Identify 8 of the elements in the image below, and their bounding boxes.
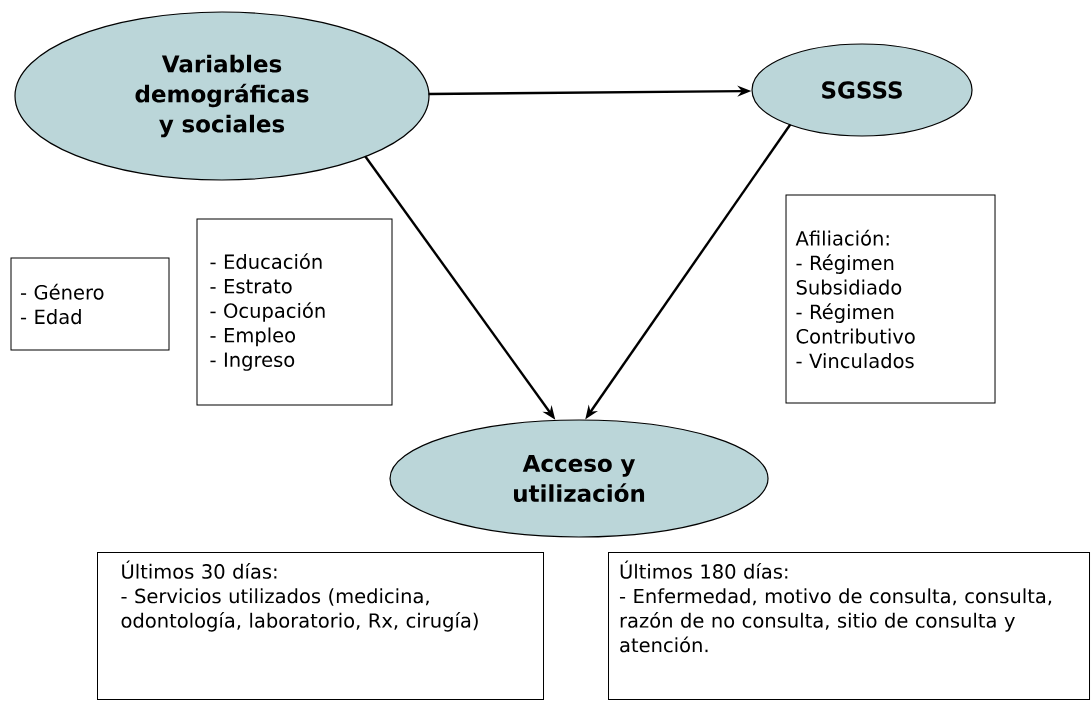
text-box: - Género - Edad [10, 257, 170, 351]
text-box: - Educación - Estrato - Ocupación - Empleo - Ingreso [196, 218, 393, 406]
ellipse-node: Acceso y utilización [389, 419, 769, 538]
text-box: Últimos 180 días: - Enfermedad, motivo de consulta, consulta, razón de no consulta, sitio de consulta y atención. [608, 552, 1090, 700]
text-box: Afiliación: - Régimen Subsidiado - Régimen Contributivo - Vinculados [785, 194, 996, 404]
ellipse-node: Variables demográficas y sociales [14, 11, 430, 181]
text-box: Últimos 30 días: - Servicios utilizados (medicina, odontología, laboratorio, Rx, cirugía) [97, 552, 544, 700]
ellipse-node: SGSSS [751, 43, 973, 137]
